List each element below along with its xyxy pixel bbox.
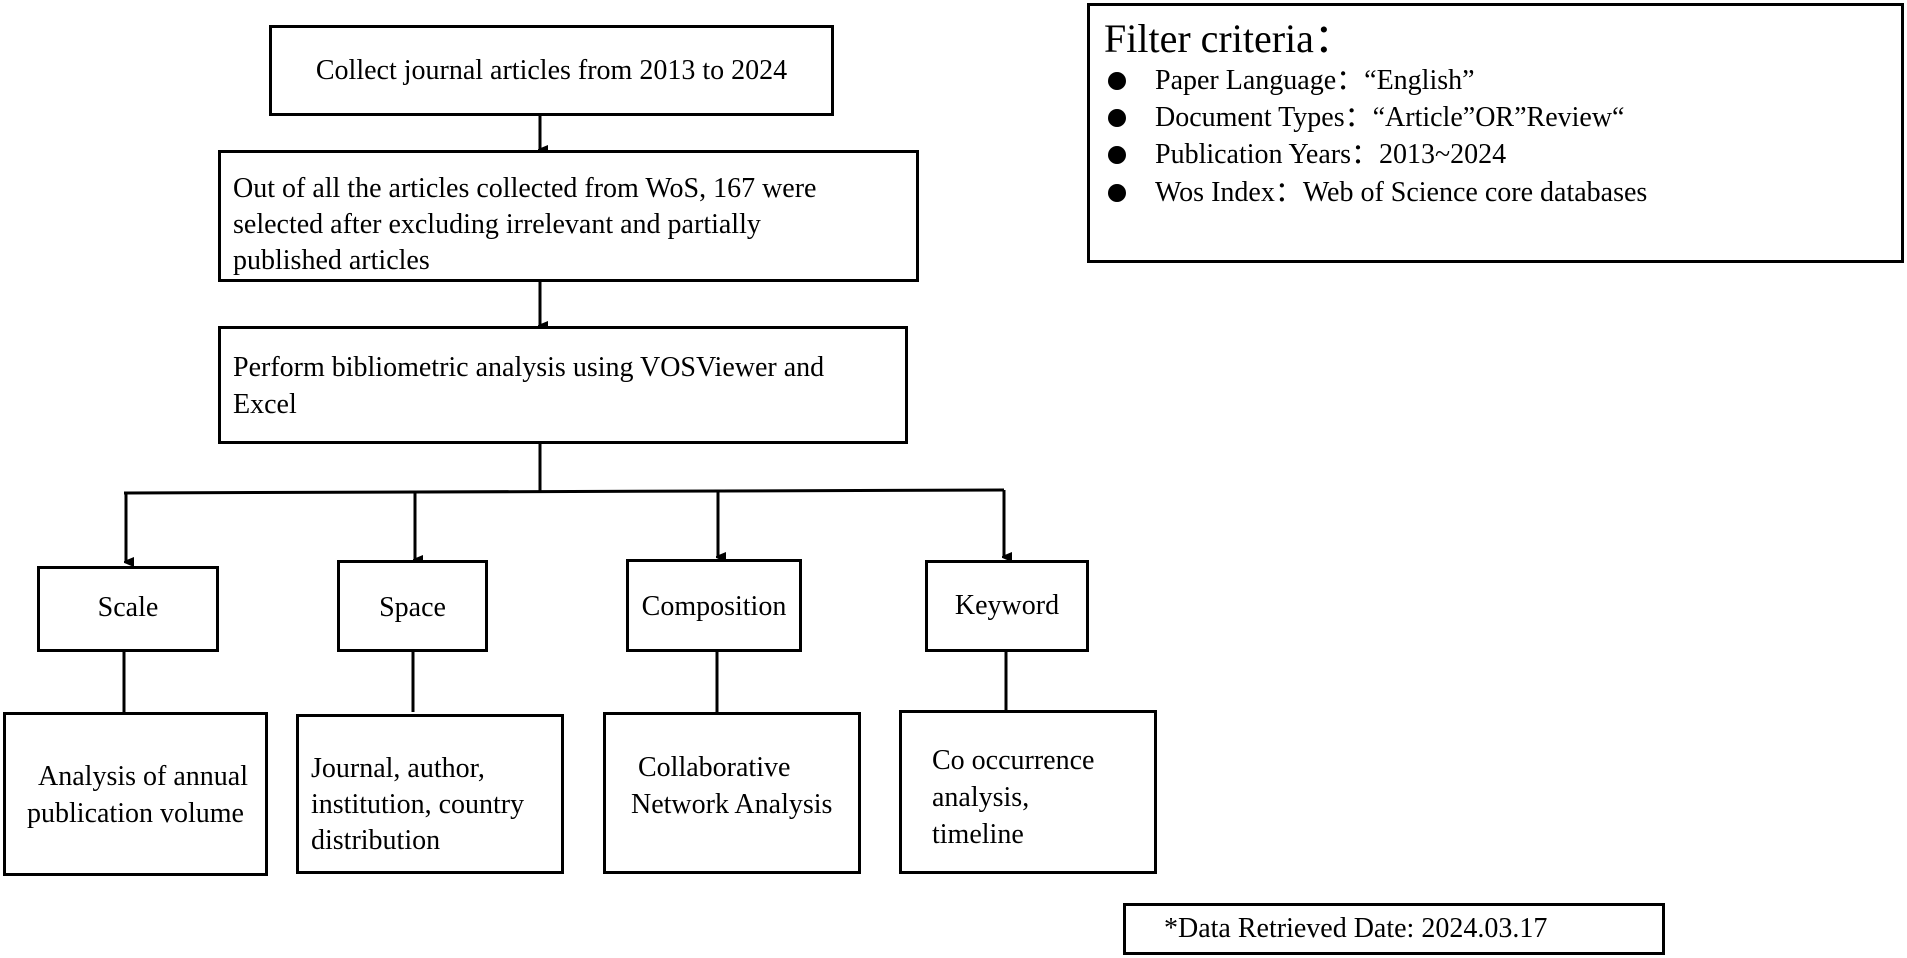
category-composition-box xyxy=(626,559,802,652)
detail-scale-line-1: Analysis of annual xyxy=(38,761,248,792)
category-scale-label: Scale xyxy=(97,592,159,623)
category-keyword-box xyxy=(925,560,1089,652)
detail-composition-line-1: Collaborative xyxy=(638,752,791,783)
category-composition-label: Composition xyxy=(641,591,787,622)
detail-keyword-line-3: timeline xyxy=(932,819,1024,850)
retrieved-date-box xyxy=(1123,903,1665,955)
retrieved-date-text: *Data Retrieved Date: 2024.03.17 xyxy=(1164,913,1548,944)
detail-space-line-2: institution, country xyxy=(311,789,525,820)
category-space-box xyxy=(337,560,488,652)
bullet-icon xyxy=(1108,72,1126,90)
detail-composition-box xyxy=(603,712,861,874)
step2-text-line-2: selected after excluding irrelevant and … xyxy=(233,209,761,240)
bullet-icon xyxy=(1108,109,1126,127)
filter-criteria-box xyxy=(1087,3,1904,263)
category-space-label: Space xyxy=(379,592,446,623)
step1-text: Collect journal articles from 2013 to 20… xyxy=(315,55,788,86)
detail-scale-line-2: publication volume xyxy=(27,798,244,829)
step3-text-line-1: Perform bibliometric analysis using VOSV… xyxy=(233,352,825,383)
detail-keyword-box xyxy=(899,710,1157,874)
step2-text-line-1: Out of all the articles collected from W… xyxy=(233,173,817,204)
branch-horizontal-line xyxy=(123,488,1005,495)
step2-text-line-3: published articles xyxy=(233,245,430,276)
bullet-icon xyxy=(1108,146,1126,164)
detail-space-line-1: Journal, author, xyxy=(311,753,485,784)
detail-space-box xyxy=(296,714,564,874)
step3-text-line-2: Excel xyxy=(233,389,297,420)
category-keyword-label: Keyword xyxy=(954,590,1060,621)
filter-item-language: Paper Language：“English” xyxy=(1155,65,1475,96)
category-scale-box xyxy=(37,566,219,652)
filter-criteria-title: Filter criteria： xyxy=(1104,16,1354,61)
step2-box xyxy=(218,150,919,282)
filter-item-document-types: Document Types：“Article”OR”Review“ xyxy=(1155,102,1625,133)
step1-box xyxy=(269,25,834,116)
detail-keyword-line-2: analysis, xyxy=(932,782,1030,813)
detail-scale-box xyxy=(3,712,268,876)
detail-space-line-3: distribution xyxy=(311,825,441,856)
filter-item-wos-index: Wos Index：Web of Science core databases xyxy=(1155,177,1648,208)
detail-keyword-line-1: Co occurrence xyxy=(932,745,1095,776)
detail-composition-line-2: Network Analysis xyxy=(631,789,833,820)
step3-box xyxy=(218,326,908,444)
bullet-icon xyxy=(1108,184,1126,202)
filter-item-publication-years: Publication Years：2013~2024 xyxy=(1155,139,1507,170)
